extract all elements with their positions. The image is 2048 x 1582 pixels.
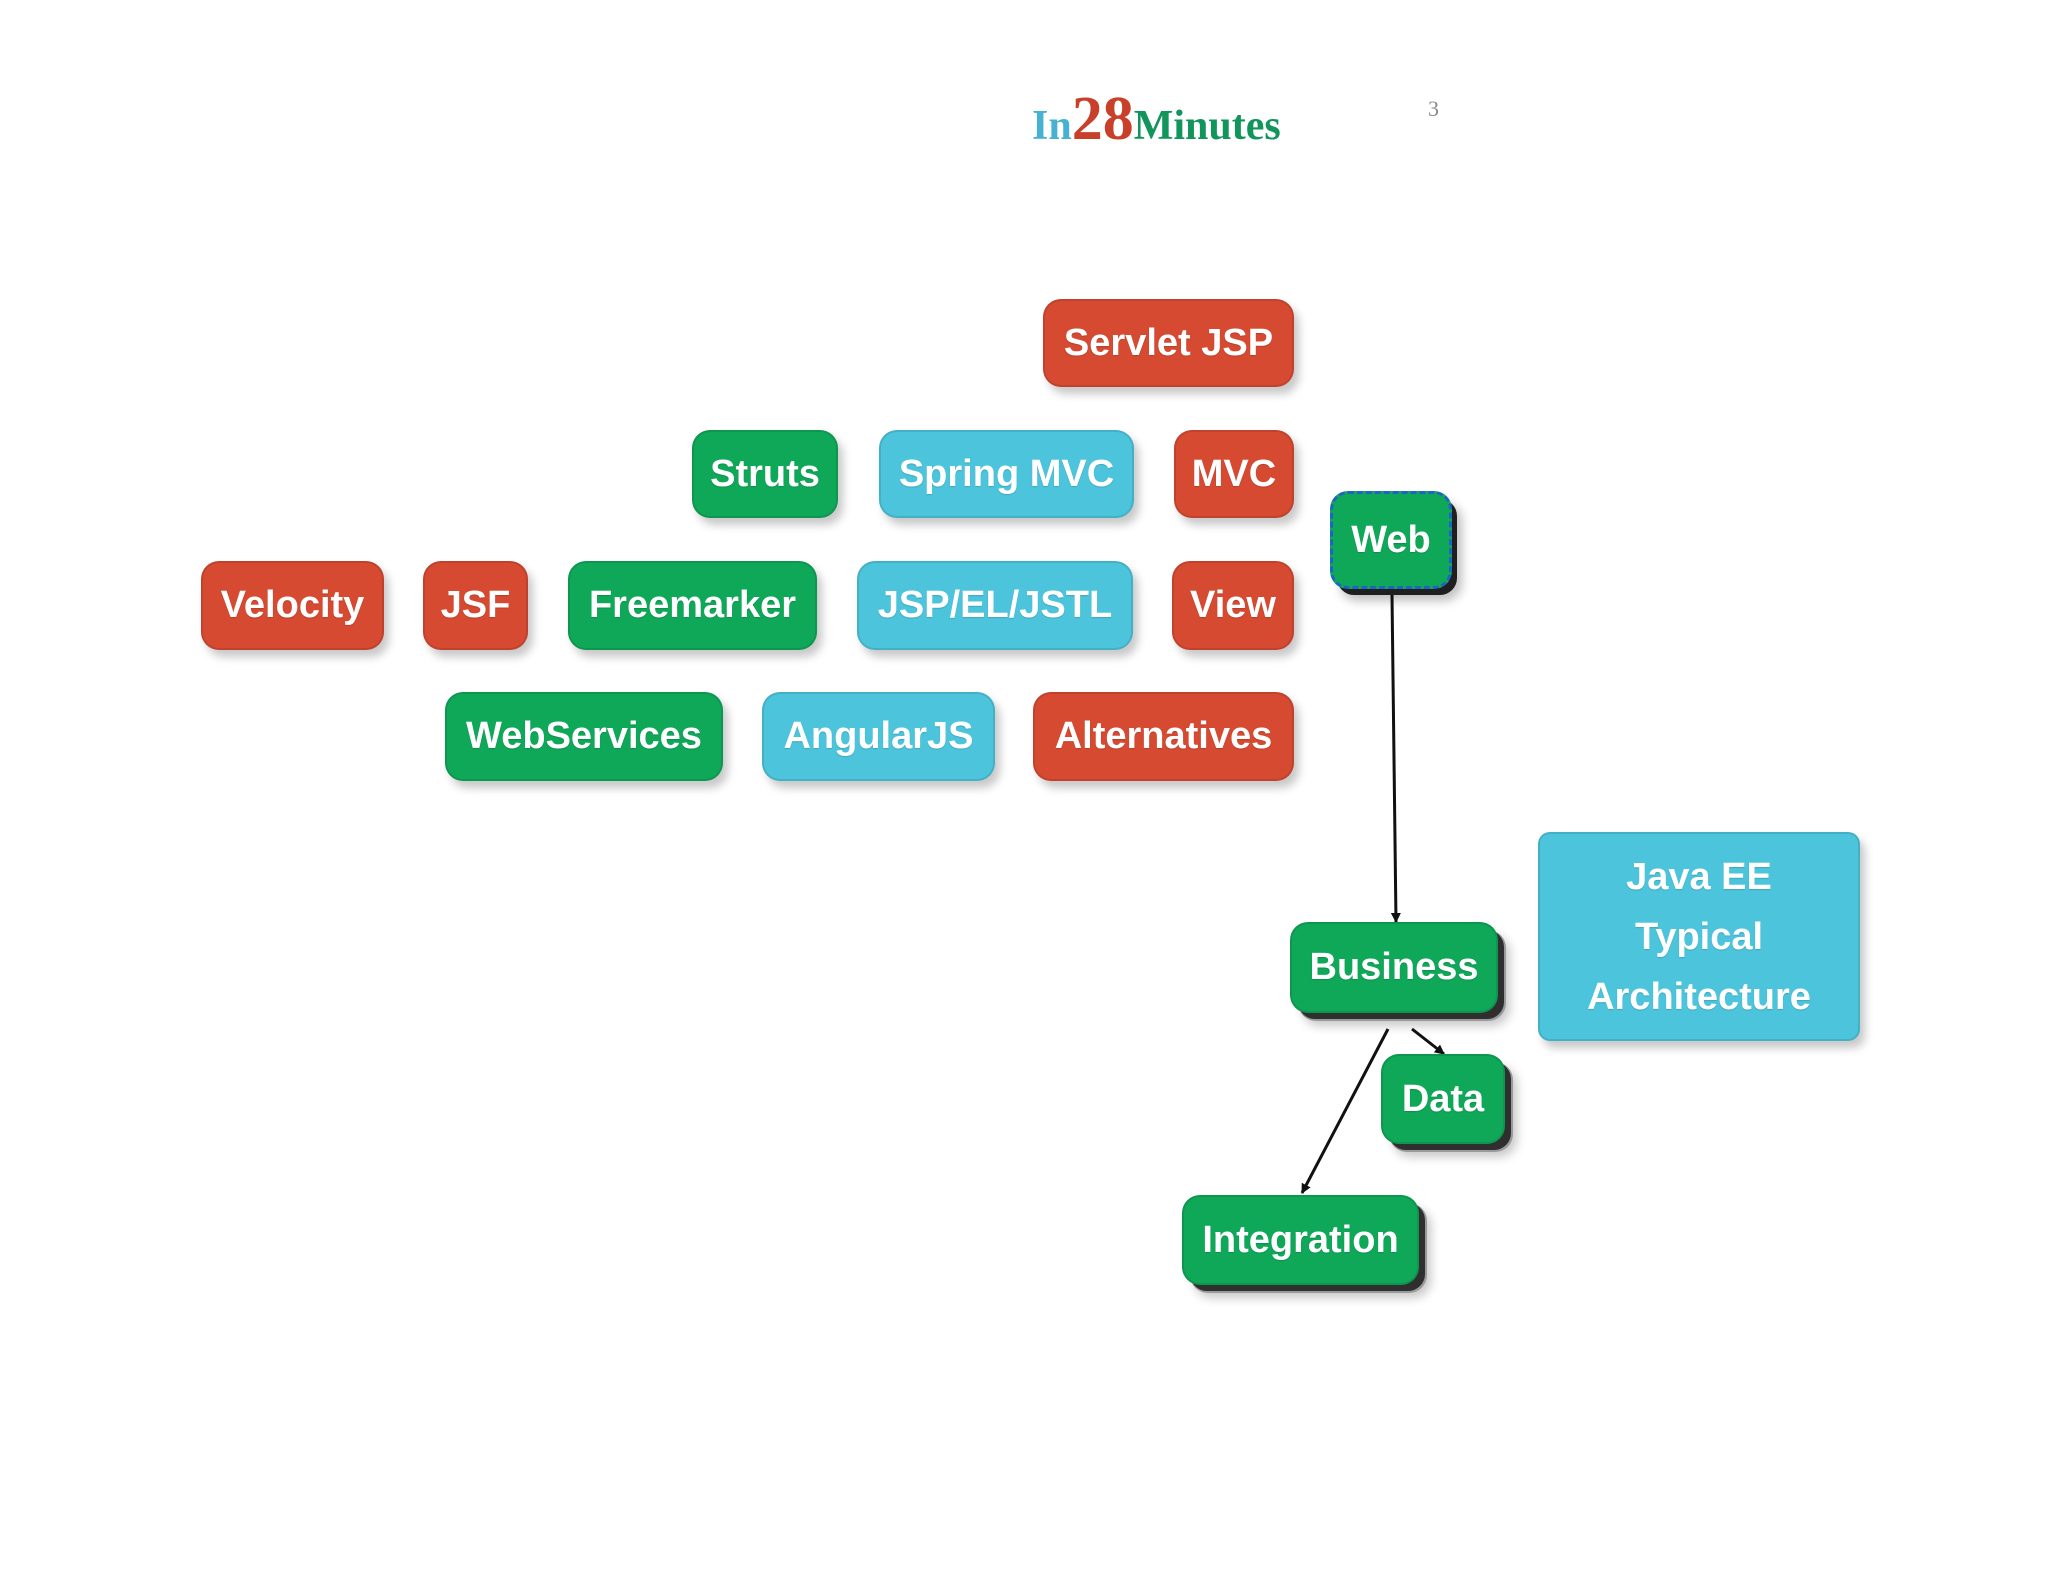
node-servlet-jsp-label: Servlet JSP (1063, 321, 1274, 364)
java-ee-line-1: Java EE (1626, 855, 1772, 898)
node-jsf-label: JSF (440, 584, 511, 626)
node-java-ee-typical-architecture: Java EE Typical Architecture (1538, 832, 1860, 1041)
node-data-label: Data (1401, 1077, 1485, 1120)
node-velocity-label: Velocity (220, 584, 365, 626)
node-integration[interactable]: Integration (1182, 1195, 1419, 1285)
java-ee-line-2: Typical (1634, 915, 1764, 958)
node-data[interactable]: Data (1381, 1054, 1505, 1144)
node-struts[interactable]: Struts (692, 430, 838, 518)
node-web[interactable]: Web (1330, 491, 1452, 589)
node-alternatives[interactable]: Alternatives (1033, 692, 1294, 781)
node-webservices[interactable]: WebServices (445, 692, 723, 781)
node-mvc[interactable]: MVC (1174, 430, 1294, 518)
node-view-label: View (1190, 584, 1276, 626)
edge-business-to-integration (1300, 1028, 1390, 1194)
node-web-label: Web (1351, 518, 1431, 561)
node-jsf[interactable]: JSF (423, 561, 528, 650)
node-struts-label: Struts (710, 452, 820, 495)
node-velocity[interactable]: Velocity (201, 561, 384, 650)
logo-in: In (1032, 103, 1072, 149)
node-business[interactable]: Business (1290, 922, 1498, 1013)
node-alternatives-label: Alternatives (1054, 715, 1273, 757)
node-angularjs-label: AngularJS (783, 715, 974, 757)
in28minutes-logo: In28Minutes (1032, 84, 1281, 154)
node-mvc-label: MVC (1191, 452, 1277, 495)
page-number: 3 (1428, 96, 1439, 121)
edge-business-to-data (1411, 1027, 1445, 1056)
java-ee-line-3: Architecture (1587, 975, 1811, 1018)
logo-minutes: Minutes (1133, 103, 1281, 149)
node-angularjs[interactable]: AngularJS (762, 692, 995, 781)
node-servlet-jsp[interactable]: Servlet JSP (1043, 299, 1294, 387)
node-spring-mvc-label: Spring MVC (898, 452, 1115, 495)
node-integration-label: Integration (1202, 1218, 1399, 1261)
node-business-label: Business (1309, 946, 1479, 988)
node-view[interactable]: View (1172, 561, 1294, 650)
node-webservices-label: WebServices (466, 715, 702, 757)
node-jsp-el-jstl[interactable]: JSP/EL/JSTL (857, 561, 1133, 650)
node-jsp-el-jstl-label: JSP/EL/JSTL (877, 584, 1113, 626)
edge-web-to-business (1390, 594, 1401, 923)
node-freemarker-label: Freemarker (588, 584, 797, 626)
node-spring-mvc[interactable]: Spring MVC (879, 430, 1134, 518)
logo-28: 28 (1071, 85, 1134, 153)
node-freemarker[interactable]: Freemarker (568, 561, 817, 650)
